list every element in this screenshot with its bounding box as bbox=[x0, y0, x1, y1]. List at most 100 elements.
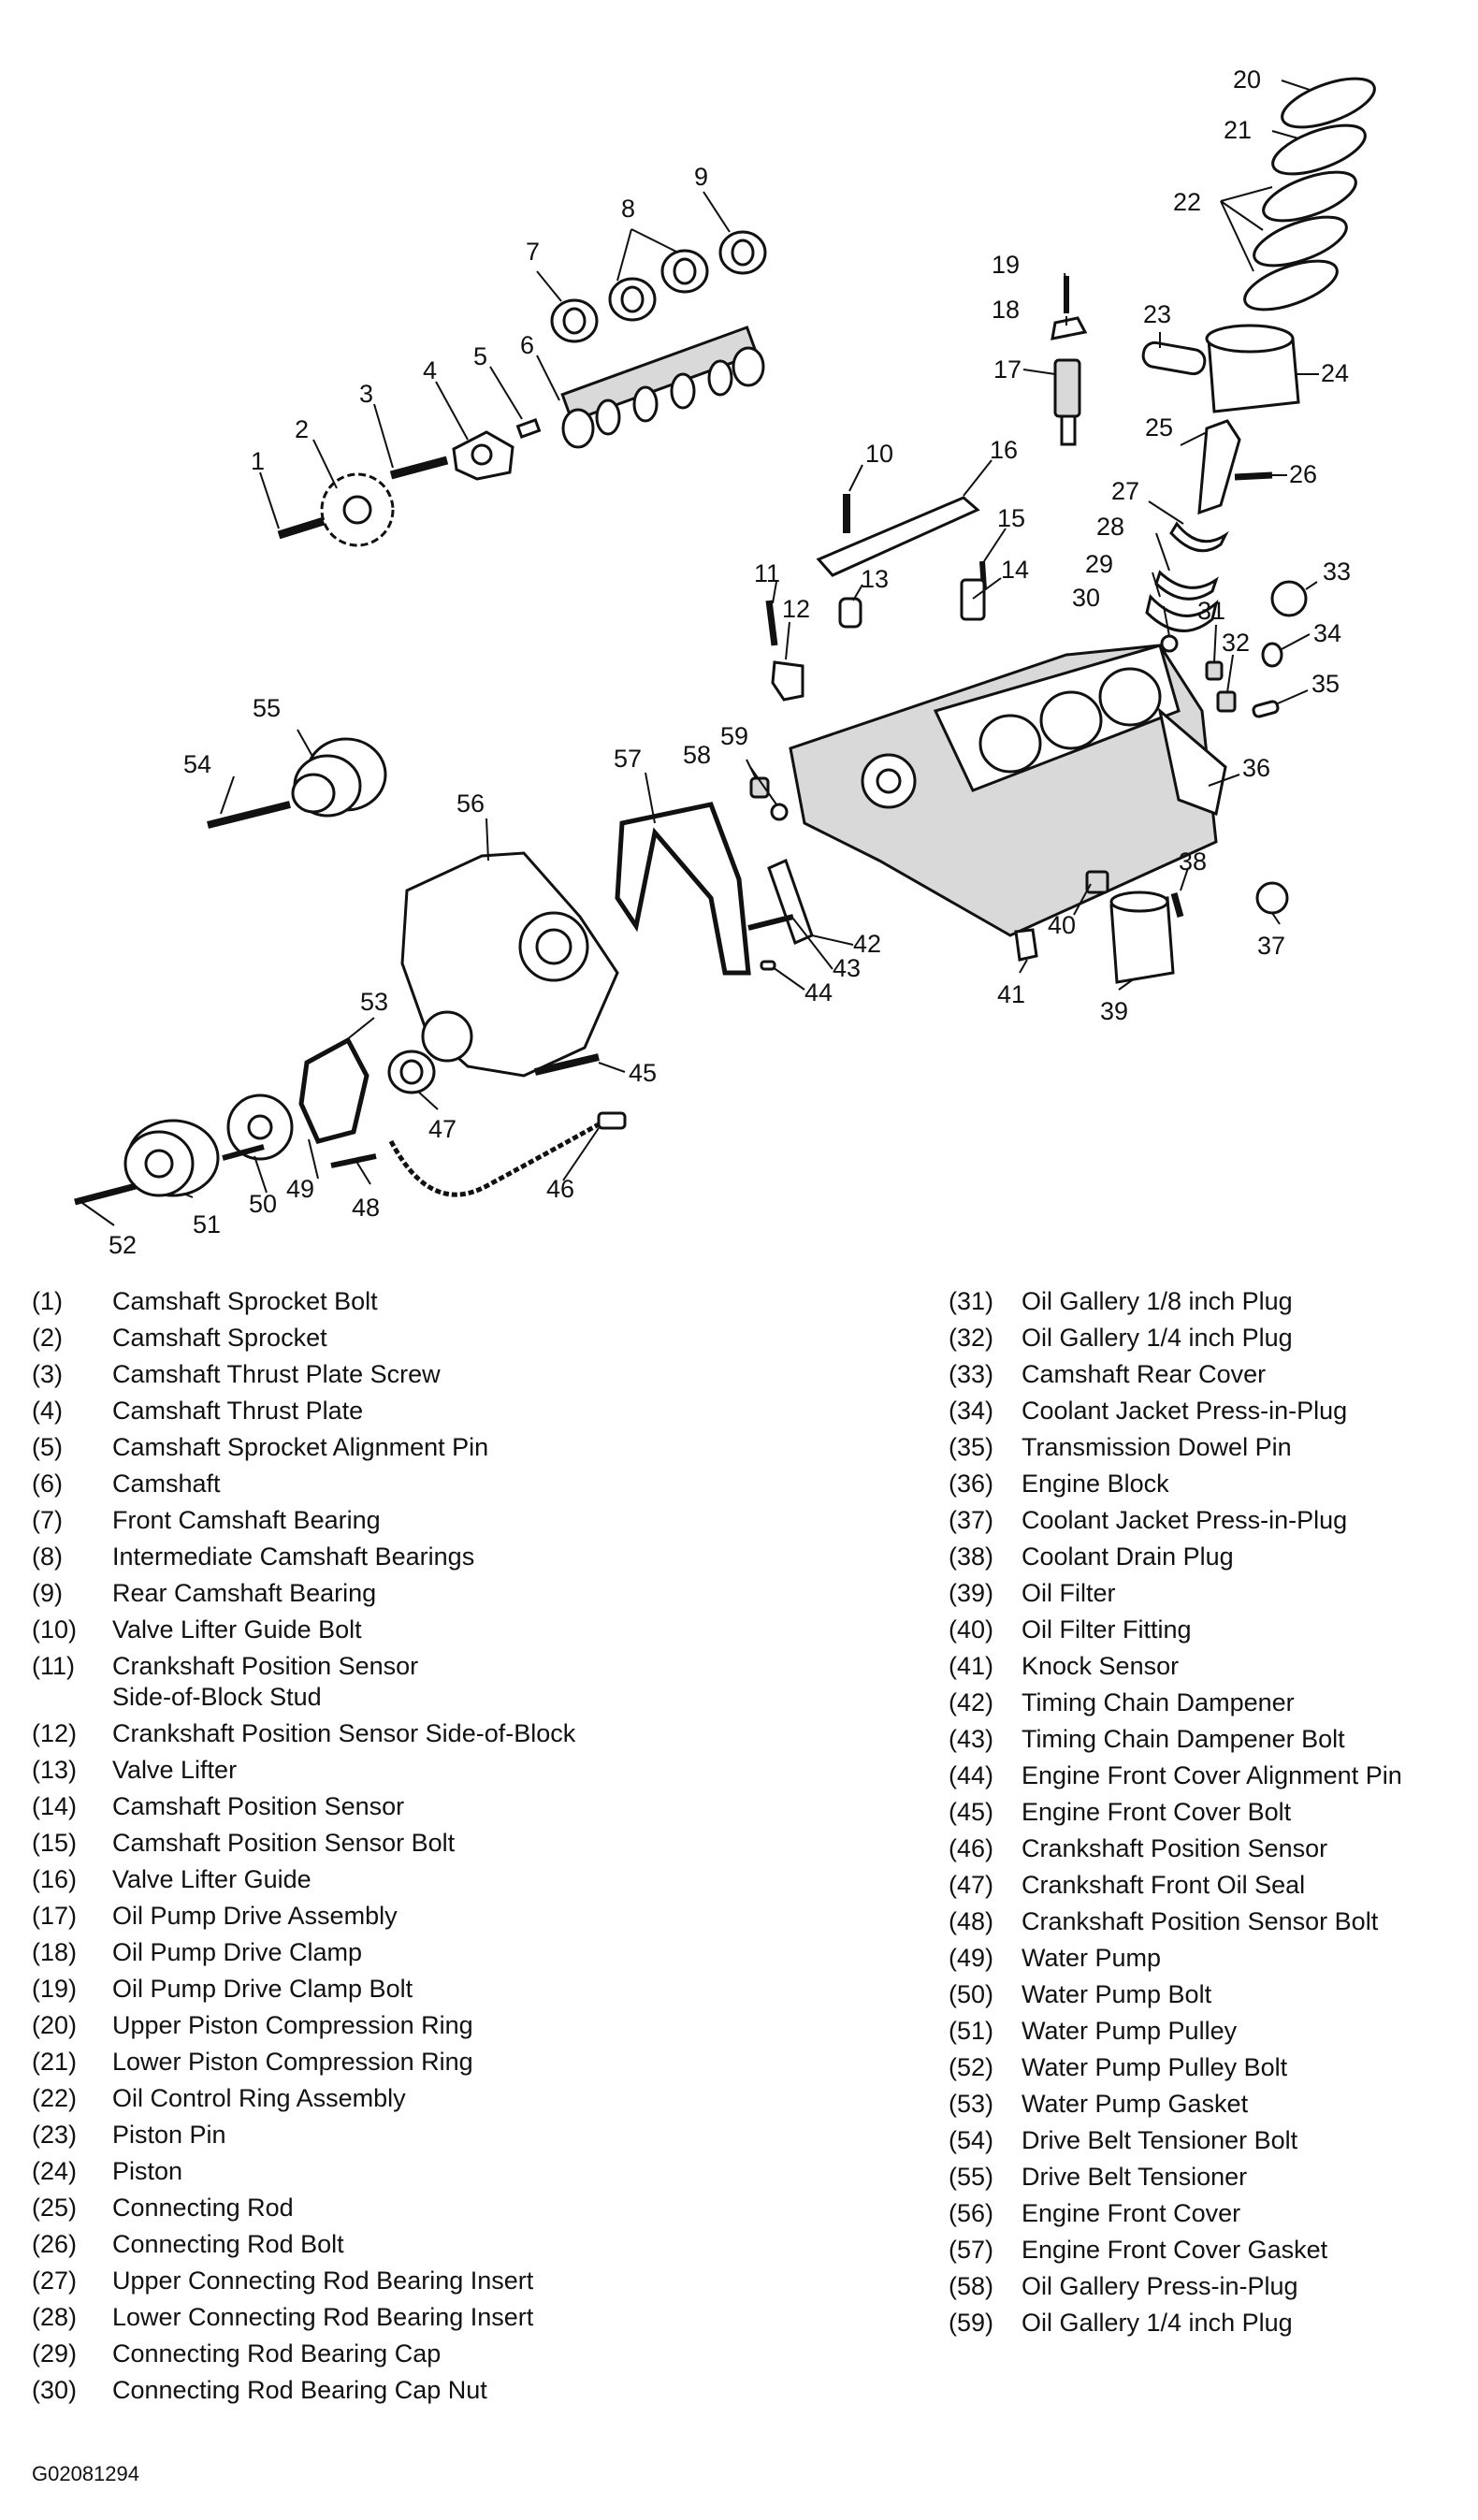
legend-item-label: Crankshaft Position Sensor bbox=[112, 1652, 419, 1680]
legend-item-label: Valve Lifter Guide Bolt bbox=[112, 1615, 362, 1644]
legend-item: (16)Valve Lifter Guide bbox=[32, 1861, 743, 1898]
legend-item-number: (59) bbox=[949, 2309, 994, 2337]
engine-block-shape bbox=[789, 644, 1227, 937]
legend-item: (38)Coolant Drain Plug bbox=[949, 1539, 1472, 1575]
callout-35: 35 bbox=[1311, 670, 1340, 698]
callout-10: 10 bbox=[865, 440, 893, 468]
pulley-bolt-shape bbox=[74, 1182, 137, 1206]
legend-item-label: Water Pump Gasket bbox=[1022, 2090, 1249, 2118]
legend-item-label: Valve Lifter Guide bbox=[112, 1865, 312, 1893]
legend-item: (45)Engine Front Cover Bolt bbox=[949, 1794, 1472, 1831]
piston-pin-shape bbox=[1141, 340, 1207, 376]
legend-item: (26)Connecting Rod Bolt bbox=[32, 2226, 743, 2263]
legend-item-number: (42) bbox=[949, 1688, 994, 1716]
valve-lifter-shape bbox=[838, 597, 862, 629]
legend-item-label: Crankshaft Position Sensor bbox=[1022, 1834, 1328, 1862]
legend-item: (22)Oil Control Ring Assembly bbox=[32, 2080, 743, 2117]
legend-item: (34)Coolant Jacket Press-in-Plug bbox=[949, 1393, 1472, 1429]
legend-item: (17)Oil Pump Drive Assembly bbox=[32, 1898, 743, 1934]
legend-item-number: (30) bbox=[32, 2376, 78, 2404]
legend-item-number: (4) bbox=[32, 1397, 63, 1425]
legend-item-label: Timing Chain Dampener bbox=[1022, 1688, 1295, 1716]
legend-item: (30) Connecting Rod Bearing Cap Nut bbox=[32, 2372, 743, 2409]
legend-item-number: (19) bbox=[32, 1975, 78, 2003]
callout-52: 52 bbox=[109, 1231, 137, 1259]
parts-legend-right: (31)Oil Gallery 1/8 inch Plug(32)Oil Gal… bbox=[949, 1283, 1472, 2341]
legend-item: (12)Crankshaft Position Sensor Side-of-B… bbox=[32, 1716, 743, 1752]
callout-15: 15 bbox=[997, 504, 1025, 532]
front-cover-gasket-shape bbox=[615, 802, 751, 976]
legend-item-number: (36) bbox=[949, 1470, 994, 1498]
legend-item: (35)Transmission Dowel Pin bbox=[949, 1429, 1472, 1466]
legend-item: (41)Knock Sensor bbox=[949, 1648, 1472, 1685]
legend-item: (47)Crankshaft Front Oil Seal bbox=[949, 1867, 1472, 1904]
legend-item-number: (8) bbox=[32, 1542, 63, 1571]
legend-item: (52)Water Pump Pulley Bolt bbox=[949, 2049, 1472, 2086]
coolant-plug-34-shape bbox=[1261, 642, 1283, 668]
callout-50: 50 bbox=[249, 1190, 277, 1218]
callout-12: 12 bbox=[782, 595, 810, 623]
callout-3: 3 bbox=[359, 380, 373, 408]
callout-54: 54 bbox=[183, 750, 211, 778]
callout-56: 56 bbox=[456, 789, 485, 818]
legend-item-number: (33) bbox=[949, 1360, 994, 1388]
callout-31: 31 bbox=[1197, 597, 1225, 625]
oil-plug-31-shape bbox=[1205, 660, 1224, 681]
piston-shape bbox=[1205, 324, 1300, 413]
sensor-bolt-48-shape bbox=[330, 1153, 377, 1168]
callout-41: 41 bbox=[997, 980, 1025, 1008]
legend-item-number: (51) bbox=[949, 2017, 994, 2045]
chain-dampener-shape bbox=[767, 858, 814, 946]
drive-belt-tensioner-shape bbox=[291, 737, 387, 818]
callout-45: 45 bbox=[629, 1059, 657, 1087]
rod-bolt-shape bbox=[1234, 471, 1273, 481]
callout-53: 53 bbox=[360, 988, 388, 1016]
water-pump-bolt-shape bbox=[222, 1144, 265, 1161]
drain-plug-shape bbox=[1170, 892, 1184, 918]
legend-item-label: Oil Filter bbox=[1022, 1579, 1116, 1607]
legend-item-label: Camshaft Sprocket bbox=[112, 1324, 327, 1352]
legend-item-label: Oil Gallery 1/4 inch Plug bbox=[1022, 1324, 1293, 1352]
legend-item-number: (58) bbox=[949, 2272, 994, 2300]
legend-item-number: (24) bbox=[32, 2157, 78, 2185]
engine-front-cover-shape bbox=[400, 851, 619, 1078]
legend-item: (13)Valve Lifter bbox=[32, 1752, 743, 1789]
connecting-rod-shape bbox=[1197, 419, 1241, 515]
water-pump-shape bbox=[226, 1093, 294, 1161]
legend-item: (5)Camshaft Sprocket Alignment Pin bbox=[32, 1429, 743, 1466]
legend-item: (19)Oil Pump Drive Clamp Bolt bbox=[32, 1971, 743, 2007]
legend-item-label: Connecting Rod Bearing Cap Nut bbox=[112, 2376, 487, 2404]
coolant-plug-37-shape bbox=[1255, 881, 1289, 915]
callout-30: 30 bbox=[1072, 584, 1100, 612]
legend-item-number: (15) bbox=[32, 1829, 78, 1857]
callout-24: 24 bbox=[1321, 359, 1349, 387]
oil-pump-drive-shape bbox=[1051, 276, 1088, 446]
tensioner-bolt-shape bbox=[207, 801, 291, 829]
camshaft-shape bbox=[560, 326, 765, 449]
legend-item-number: (17) bbox=[32, 1902, 78, 1930]
legend-item-number: (56) bbox=[949, 2199, 994, 2227]
legend-item-number: (10) bbox=[32, 1615, 78, 1644]
legend-item: (39)Oil Filter bbox=[949, 1575, 1472, 1612]
legend-item-number: (23) bbox=[32, 2121, 78, 2149]
legend-item: (27)Upper Connecting Rod Bearing Insert bbox=[32, 2263, 743, 2299]
rod-cap-shape bbox=[1145, 593, 1219, 632]
legend-item-label: Crankshaft Position Sensor Bolt bbox=[1022, 1907, 1379, 1935]
legend-item-label: Water Pump Pulley bbox=[1022, 2017, 1238, 2045]
alignment-pin-shape bbox=[515, 418, 542, 439]
callout-58: 58 bbox=[683, 741, 711, 769]
legend-item-number: (43) bbox=[949, 1725, 994, 1753]
side-block-sensor-shape bbox=[771, 660, 804, 702]
legend-item-label: Oil Control Ring Assembly bbox=[112, 2084, 406, 2112]
legend-item: (49)Water Pump bbox=[949, 1940, 1472, 1977]
legend-item-number: (6) bbox=[32, 1470, 63, 1498]
leader-lines bbox=[81, 80, 1319, 1226]
legend-item-label: Camshaft Thrust Plate bbox=[112, 1397, 364, 1425]
legend-item-number: (34) bbox=[949, 1397, 994, 1425]
legend-item: (40)Oil Filter Fitting bbox=[949, 1612, 1472, 1648]
legend-item-number: (46) bbox=[949, 1834, 994, 1862]
oil-filter-fitting-shape bbox=[1085, 870, 1109, 894]
legend-item-label: Intermediate Camshaft Bearings bbox=[112, 1542, 475, 1571]
dampener-bolt-shape bbox=[747, 914, 794, 931]
legend-item-number: (57) bbox=[949, 2236, 994, 2264]
